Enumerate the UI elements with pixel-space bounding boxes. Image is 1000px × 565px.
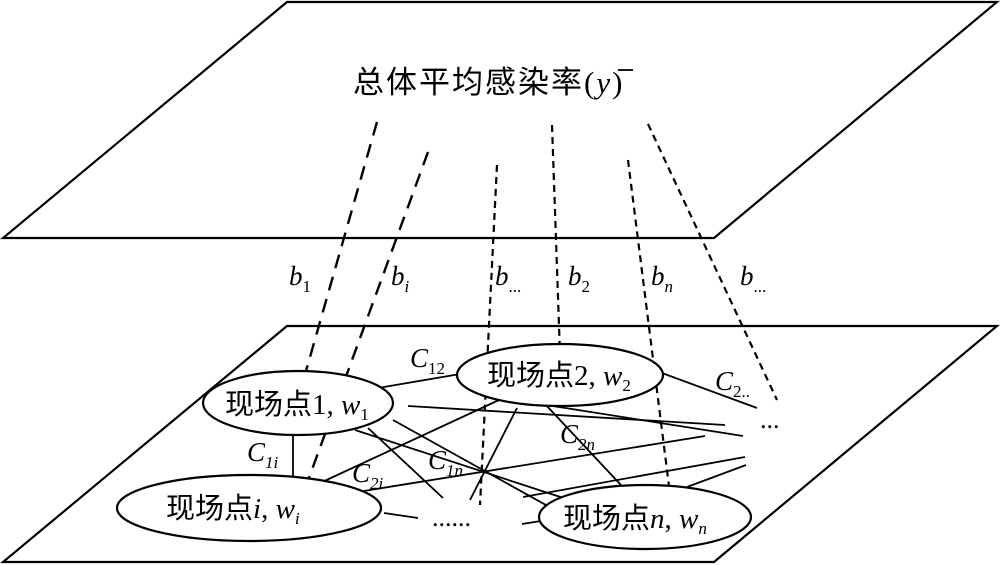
site-n-node (537, 483, 753, 551)
coef-label-bn: bn (651, 261, 673, 296)
edge-i-right (344, 435, 706, 495)
edge-n-right (686, 464, 747, 488)
edge-2-bottom (469, 407, 518, 501)
edge-1-bottom (367, 427, 444, 499)
link-bdots-2 (647, 123, 778, 401)
edge-c12 (377, 372, 467, 389)
site-i-label: 现场点i, wi (166, 492, 300, 528)
edge-2-right (539, 403, 744, 437)
coef-label-bdots-1: b... (495, 261, 521, 296)
edge-label-c2n: C2n (560, 419, 595, 454)
link-bdots-1 (478, 164, 499, 506)
coef-label-b2: b2 (568, 261, 590, 296)
link-bi (304, 151, 430, 487)
edge-c2dots (650, 368, 758, 409)
edge-label-c12: C12 (410, 343, 445, 378)
site-1-label: 现场点1, w1 (225, 388, 369, 424)
link-b2 (550, 124, 562, 355)
edge-label-c1i: C1i (247, 437, 279, 472)
edge-c2i (317, 399, 500, 485)
edge-label-c1n: C1n (428, 445, 463, 480)
coef-label-bdots-2: b... (740, 261, 766, 296)
coef-label-b1: b1 (289, 261, 311, 296)
site-2-label: 现场点2, w2 (487, 359, 631, 395)
edge-dots-n (521, 520, 542, 525)
more-sites-ellipsis: ...... (432, 503, 471, 532)
link-bn (626, 159, 672, 495)
edge-1-right (407, 405, 726, 426)
more-sites-right-ellipsis: ... (760, 405, 780, 434)
edge-label-c2dots: C2.. (715, 366, 750, 401)
edge-bottom-right (522, 456, 746, 498)
top-plane (0, 0, 1000, 240)
site-i-node (115, 473, 383, 543)
site-n-label: 现场点n, wn (563, 502, 707, 538)
edge-i-dots (383, 512, 419, 519)
site-2-node (455, 342, 665, 408)
edge-label-c2i: C2i (352, 458, 384, 493)
overall-rate-title: 总体平均感染率(y) (353, 65, 624, 100)
site-1-node (201, 369, 395, 437)
coef-label-bi: bi (391, 261, 410, 296)
edge-c2n (544, 403, 636, 501)
